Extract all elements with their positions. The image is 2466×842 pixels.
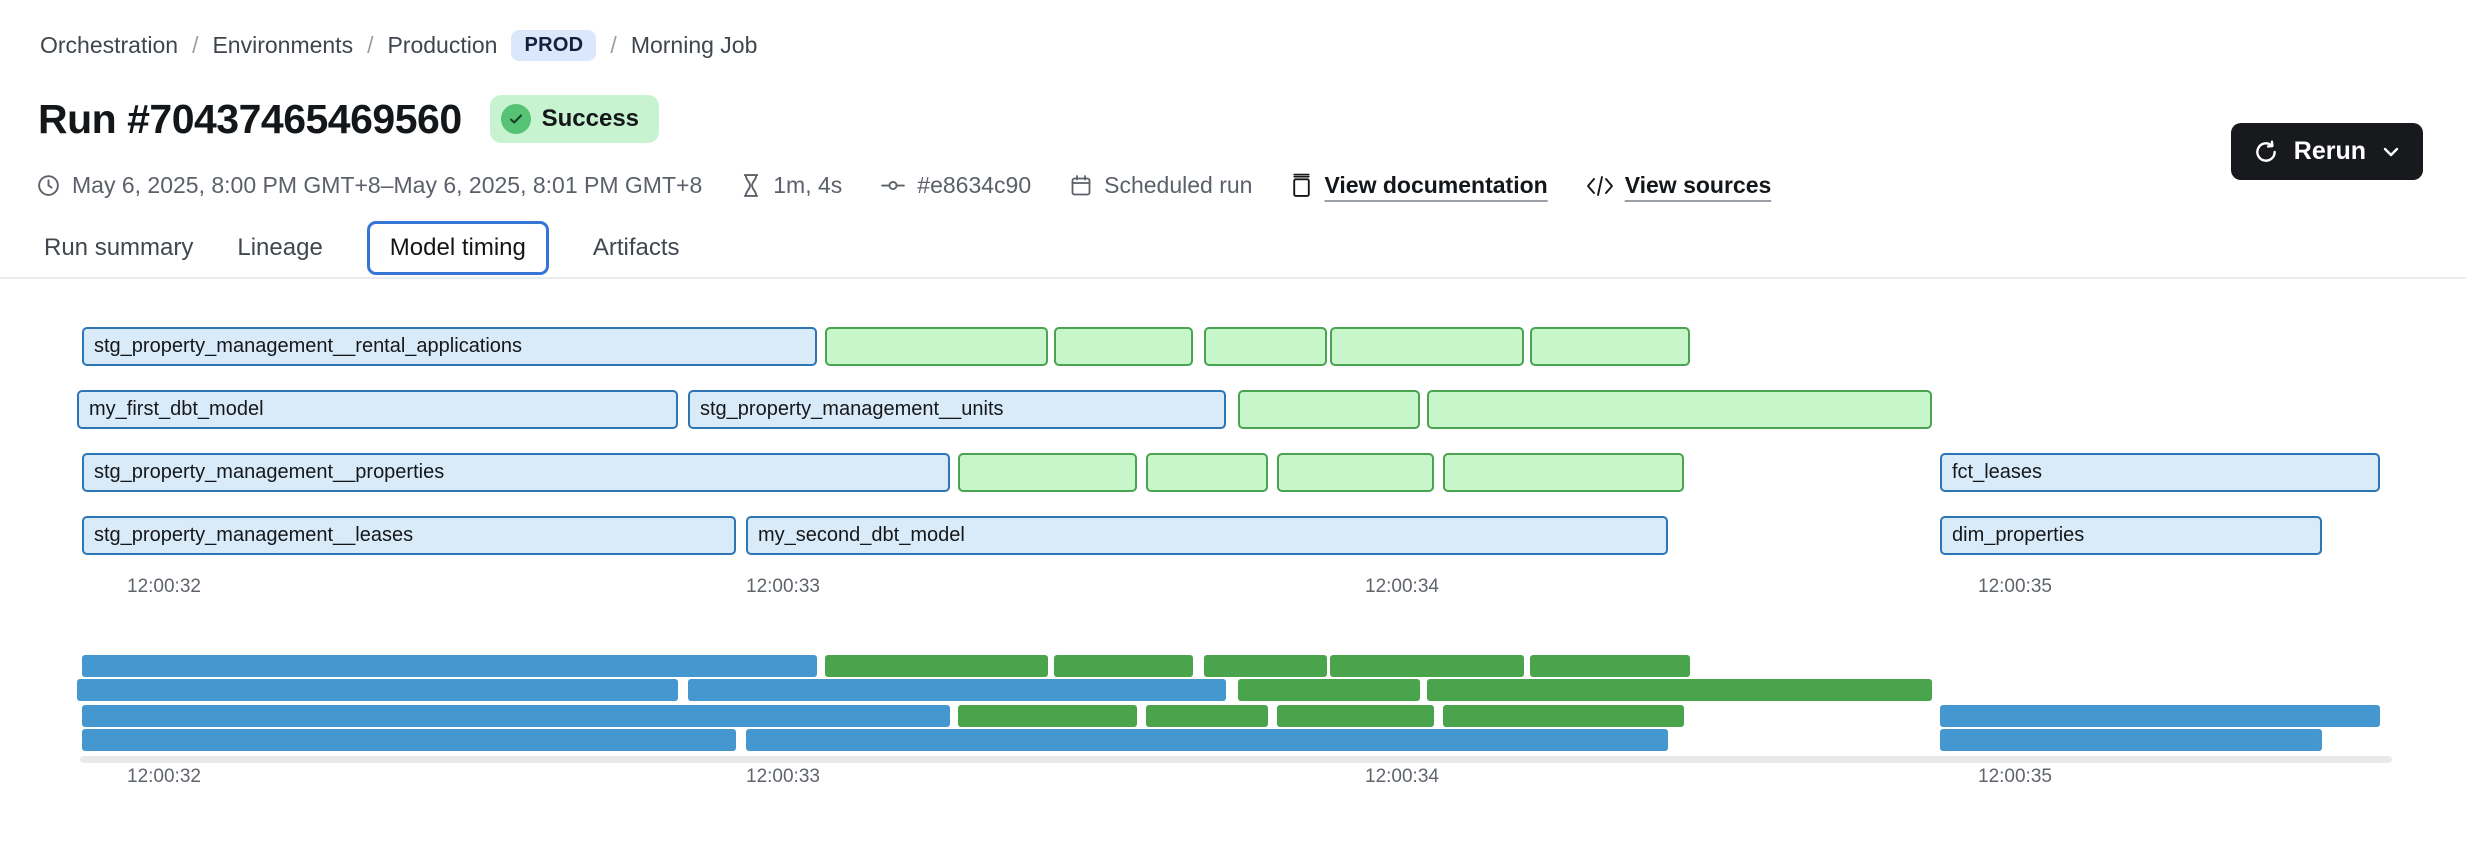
minimap-bar	[1940, 705, 2380, 727]
view-sources-link[interactable]: View sources	[1624, 172, 1772, 198]
gantt-bar[interactable]	[1427, 390, 1932, 429]
trigger-label: Scheduled run	[1104, 172, 1253, 198]
model-timing-chart: stg_property_management__rental_applicat…	[0, 327, 2466, 617]
minimap-bar	[958, 705, 1137, 727]
code-icon	[1586, 175, 1613, 196]
axis-tick-label: 12:00:34	[1365, 766, 1439, 787]
chevron-down-icon	[2383, 147, 2399, 156]
minimap-bar	[82, 705, 950, 727]
breadcrumb-separator: /	[367, 32, 374, 58]
gantt-bar[interactable]	[1277, 453, 1434, 492]
minimap-bar	[82, 729, 736, 751]
axis-tick-label: 12:00:34	[1365, 576, 1439, 597]
tabs-divider	[0, 277, 2466, 279]
breadcrumb-separator: /	[192, 32, 199, 58]
gantt-bar[interactable]: stg_property_management__leases	[82, 516, 736, 555]
gantt-bar[interactable]: my_second_dbt_model	[746, 516, 1668, 555]
status-badge: Success	[489, 95, 660, 143]
gantt-bar[interactable]: stg_property_management__units	[688, 390, 1226, 429]
gantt-bar[interactable]	[1238, 390, 1420, 429]
breadcrumb-morning-job[interactable]: Morning Job	[630, 32, 758, 58]
title-row: Run #70437465469560 Success	[38, 95, 660, 143]
gantt-bar[interactable]	[1443, 453, 1684, 492]
tab-artifacts[interactable]: Artifacts	[592, 234, 680, 261]
axis-tick-label: 12:00:33	[746, 766, 820, 787]
hourglass-icon	[744, 174, 759, 197]
view-documentation-link[interactable]: View documentation	[1324, 172, 1548, 198]
tab-bar: Run summary Lineage Model timing Artifac…	[44, 218, 680, 278]
minimap-bar	[77, 679, 678, 701]
status-label: Success	[541, 105, 640, 132]
gantt-bar[interactable]: fct_leases	[1940, 453, 2380, 492]
gantt-bar[interactable]	[1330, 327, 1524, 366]
gantt-bar[interactable]: stg_property_management__rental_applicat…	[82, 327, 817, 366]
axis-tick-label: 12:00:35	[1978, 576, 2052, 597]
minimap-bar	[746, 729, 1668, 751]
gantt-bar[interactable]	[1146, 453, 1268, 492]
page-title: Run #70437465469560	[38, 95, 462, 142]
breadcrumb-separator: /	[610, 32, 617, 58]
tab-run-summary[interactable]: Run summary	[44, 234, 194, 261]
minimap-bar	[1530, 655, 1690, 677]
minimap-scroll-track[interactable]	[80, 756, 2392, 763]
commit-hash: #e8634c90	[880, 172, 1031, 199]
time-range: May 6, 2025, 8:00 PM GMT+8–May 6, 2025, …	[36, 172, 702, 199]
axis-tick-label: 12:00:33	[746, 576, 820, 597]
gantt-bar[interactable]: stg_property_management__properties	[82, 453, 950, 492]
minimap-bar	[1204, 655, 1327, 677]
git-commit-icon	[881, 181, 906, 190]
gantt-bar[interactable]	[1204, 327, 1327, 366]
minimap-bar	[1146, 705, 1268, 727]
rerun-label: Rerun	[2293, 137, 2366, 165]
commit-label: #e8634c90	[917, 172, 1032, 198]
time-range-label: May 6, 2025, 8:00 PM GMT+8–May 6, 2025, …	[72, 172, 703, 198]
gantt-bar[interactable]	[825, 327, 1048, 366]
duration-label: 1m, 4s	[773, 172, 843, 198]
minimap-bar	[825, 655, 1048, 677]
clock-icon	[38, 175, 59, 196]
minimap-bar	[1940, 729, 2322, 751]
breadcrumb: Orchestration / Environments / Productio…	[40, 30, 757, 61]
minimap-bar	[1427, 679, 1932, 701]
minimap-bar	[688, 679, 1226, 701]
success-check-icon	[500, 104, 531, 134]
gantt-bar[interactable]	[1054, 327, 1193, 366]
tab-lineage[interactable]: Lineage	[237, 234, 323, 261]
trigger-type: Scheduled run	[1069, 172, 1252, 199]
model-timing-minimap	[0, 655, 2466, 755]
breadcrumb-orchestration[interactable]: Orchestration	[40, 32, 179, 58]
view-documentation[interactable]: View documentation	[1290, 172, 1548, 199]
breadcrumb-environments[interactable]: Environments	[212, 32, 354, 58]
minimap-bar	[1443, 705, 1684, 727]
axis-tick-label: 12:00:35	[1978, 766, 2052, 787]
rerun-button[interactable]: Rerun	[2230, 123, 2423, 180]
refresh-icon	[2255, 140, 2276, 162]
gantt-bar[interactable]: dim_properties	[1940, 516, 2322, 555]
calendar-icon	[1071, 175, 1091, 196]
axis-tick-label: 12:00:32	[127, 576, 201, 597]
gantt-bar[interactable]	[958, 453, 1137, 492]
minimap-time-axis: 12:00:32 12:00:33 12:00:34 12:00:35	[0, 766, 2466, 792]
gantt-time-axis: 12:00:32 12:00:33 12:00:34 12:00:35	[0, 576, 2466, 602]
gantt-bar[interactable]: my_first_dbt_model	[77, 390, 678, 429]
minimap-bar	[1054, 655, 1193, 677]
minimap-bar	[1330, 655, 1524, 677]
duration: 1m, 4s	[740, 172, 842, 199]
axis-tick-label: 12:00:32	[127, 766, 201, 787]
minimap-bar	[1238, 679, 1420, 701]
gantt-bar[interactable]	[1530, 327, 1690, 366]
tab-model-timing[interactable]: Model timing	[366, 221, 549, 275]
document-icon	[1293, 173, 1311, 197]
breadcrumb-production[interactable]: Production	[387, 32, 498, 58]
minimap-bar	[1277, 705, 1434, 727]
minimap-bar	[82, 655, 817, 677]
run-meta-row: May 6, 2025, 8:00 PM GMT+8–May 6, 2025, …	[36, 172, 1771, 199]
prod-environment-badge: PROD	[511, 30, 597, 61]
view-sources[interactable]: View sources	[1586, 172, 1772, 199]
